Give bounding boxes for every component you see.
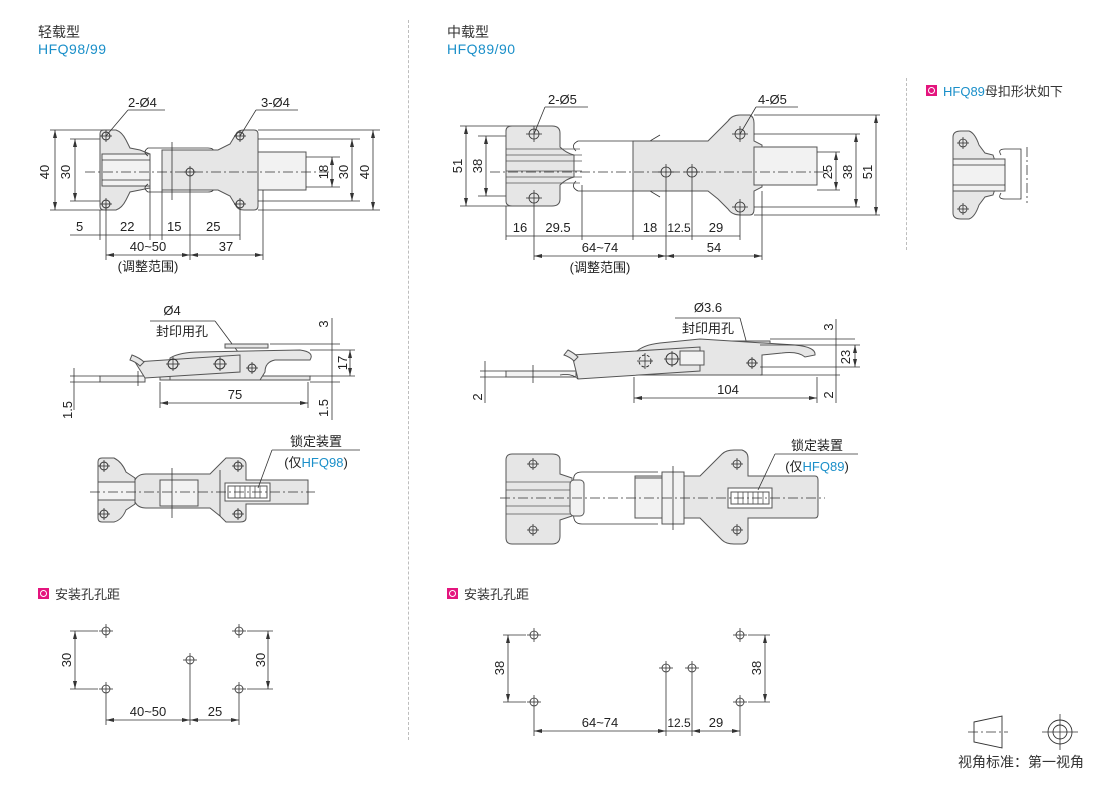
dim-104: 104 (717, 382, 739, 397)
medium-duty-hole-spacing-heading: 安装孔孔距 (447, 584, 529, 603)
hole-callout-left: 2-Ø5 (548, 92, 577, 107)
seal-hole-label: 封印用孔 (682, 321, 734, 336)
female-catch-model: HFQ89 (943, 84, 985, 99)
seal-hole-dia: Ø3.6 (694, 300, 722, 315)
dim-40-right: 40 (357, 165, 372, 179)
dim-3: 3 (821, 323, 836, 330)
hole-callout-right: 4-Ø5 (758, 92, 787, 107)
dim-3: 3 (316, 320, 331, 327)
dim-1.5-left: 1.5 (60, 401, 75, 419)
section-marker-icon (926, 85, 937, 96)
dim-23: 23 (838, 350, 853, 364)
spacing-25: 25 (208, 704, 222, 719)
spacing-12.5: 12.5 (667, 716, 691, 730)
light-duty-lock-view: 锁定装置 (仅HFQ98) (90, 434, 360, 523)
spacing-30-right: 30 (253, 653, 268, 667)
hole-spacing-heading-text: 安装孔孔距 (464, 587, 530, 602)
dim-2-left: 2 (470, 393, 485, 400)
lock-device-note: (仅HFQ89) (785, 459, 849, 474)
medium-duty-lock-view: 锁定装置 (仅HFQ89) (500, 438, 858, 545)
light-duty-hole-spacing: 30 30 40~50 25 (59, 624, 273, 725)
lock-device-note: (仅HFQ98) (284, 455, 348, 470)
adjust-range-note: (调整范围) (118, 259, 179, 274)
mount-hole-icon (527, 458, 743, 536)
dim-30-right: 30 (336, 165, 351, 179)
dim-75: 75 (228, 387, 242, 402)
first-angle-projection-icon (968, 714, 1078, 750)
lock-device-label: 锁定装置 (290, 434, 342, 449)
spacing-38-left: 38 (492, 661, 507, 675)
spacing-30-left: 30 (59, 653, 74, 667)
dim-51-right: 51 (860, 165, 875, 179)
lock-device-label: 锁定装置 (791, 438, 843, 453)
hole-callout-left: 2-Ø4 (128, 95, 157, 110)
dim-37: 37 (219, 239, 233, 254)
medium-duty-hole-spacing: 38 38 64~74 12.5 29 (492, 628, 770, 736)
dim-17: 17 (335, 356, 350, 370)
spacing-40-50: 40~50 (130, 704, 167, 719)
spacing-64-74: 64~74 (582, 715, 619, 730)
adjust-range-note: (调整范围) (570, 260, 631, 275)
light-duty-hole-spacing-heading: 安装孔孔距 (38, 584, 120, 603)
dim-40-left: 40 (37, 165, 52, 179)
column-divider-left (408, 20, 409, 740)
seal-hole-dia: Ø4 (163, 303, 180, 318)
dim-29: 29 (709, 220, 723, 235)
mount-hole-icon (527, 628, 747, 709)
light-duty-title: 轻载型 (38, 24, 80, 40)
spacing-38-right: 38 (749, 661, 764, 675)
dim-1.5-right: 1.5 (316, 399, 331, 417)
female-catch-drawing (952, 130, 1028, 220)
dim-38-left: 38 (470, 159, 485, 173)
dim-51-left: 51 (450, 159, 465, 173)
dim-22: 22 (120, 219, 134, 234)
light-duty-side-view: Ø4 封印用孔 1.5 3 17 1.5 75 (60, 303, 355, 420)
dim-25: 25 (206, 219, 220, 234)
medium-duty-top-view: 51 38 2-Ø5 4-Ø5 25 38 51 16 29.5 18 12.5… (450, 92, 880, 275)
hole-callout-right: 3-Ø4 (261, 95, 290, 110)
projection-standard-label: 视角标准：第一视角 (958, 754, 1084, 770)
medium-duty-title: 中载型 (447, 24, 489, 40)
dim-30-left: 30 (58, 165, 73, 179)
dim-12.5: 12.5 (667, 221, 691, 235)
section-marker-icon (447, 588, 458, 599)
female-catch-note: HFQ89母扣形状如下 (926, 81, 1063, 100)
column-divider-right (906, 78, 907, 250)
dim-25-right: 25 (820, 165, 835, 179)
dim-15: 15 (167, 219, 181, 234)
dim-2-right: 2 (821, 391, 836, 398)
dim-64-74: 64~74 (582, 240, 619, 255)
spacing-29: 29 (709, 715, 723, 730)
mount-hole-icon (99, 624, 246, 696)
section-marker-icon (38, 588, 49, 599)
dim-40-50: 40~50 (130, 239, 167, 254)
mount-hole-icon (98, 460, 244, 520)
dim-18-bottom: 18 (643, 220, 657, 235)
medium-duty-side-view: Ø3.6 封印用孔 2 3 23 2 104 (470, 300, 860, 403)
medium-duty-model: HFQ89/90 (447, 41, 516, 57)
light-duty-model: HFQ98/99 (38, 41, 107, 57)
light-duty-top-view: 40 30 2-Ø4 3-Ø4 18 30 40 5 22 15 25 40~5… (37, 95, 380, 274)
dim-5: 5 (76, 219, 83, 234)
hole-spacing-heading-text: 安装孔孔距 (55, 587, 121, 602)
dim-18: 18 (316, 165, 331, 179)
seal-hole-label: 封印用孔 (156, 324, 208, 339)
dim-29.5: 29.5 (545, 220, 570, 235)
dim-38-right: 38 (840, 165, 855, 179)
dim-54: 54 (707, 240, 721, 255)
female-catch-text: 母扣形状如下 (984, 84, 1063, 99)
dim-16: 16 (513, 220, 527, 235)
